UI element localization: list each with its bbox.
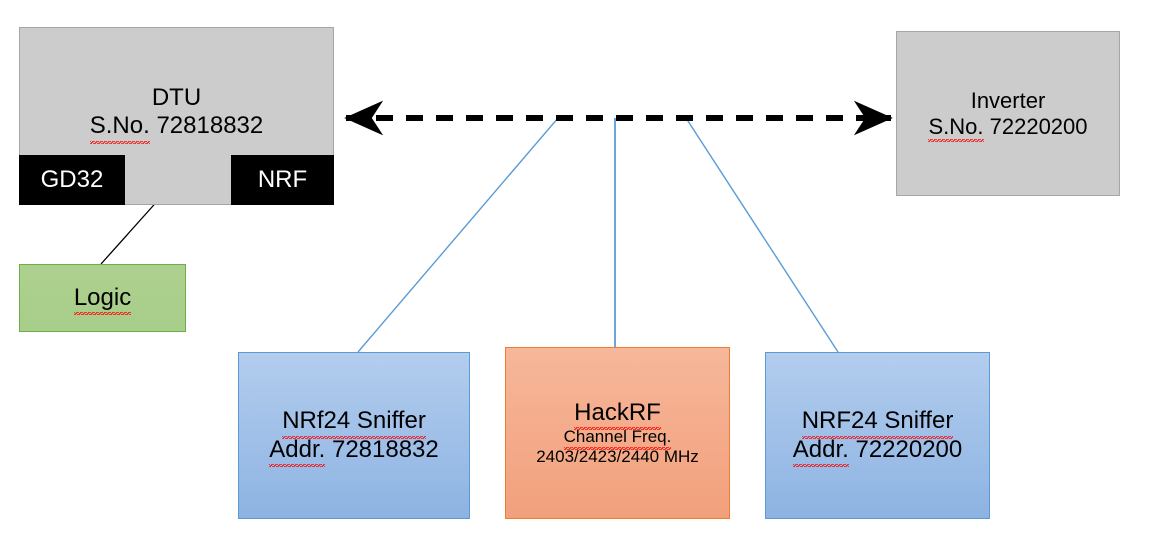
hackrf-channel-label: Channel Freq. xyxy=(563,427,672,451)
sniffer-left-node[interactable]: NRf24 Sniffer Addr. 72818832 xyxy=(238,352,470,519)
inverter-serial: S.No. 72220200 xyxy=(928,113,1088,143)
sniffer-left-title-wrap: NRf24 Sniffer xyxy=(282,407,426,439)
inverter-title: Inverter xyxy=(970,87,1046,113)
sniffer-right-title-wrap: NRF24 Sniffer xyxy=(801,407,954,439)
dtu-serial: S.No. 72818832 xyxy=(89,112,264,144)
inverter-serial-prefix: S.No. xyxy=(928,113,984,143)
sniffer-right-title: NRF24 Sniffer xyxy=(801,407,954,439)
nrf-label: NRF xyxy=(257,166,308,193)
sniffer-right-addr: Addr. 72220200 xyxy=(792,435,963,468)
sniffer-left-addr: Addr. 72818832 xyxy=(269,435,439,468)
hackrf-title: HackRF xyxy=(574,398,661,431)
logic-node[interactable]: Logic xyxy=(19,264,186,332)
gd32-label: GD32 xyxy=(40,166,104,193)
sniffer-right-addr-value: 72220200 xyxy=(855,435,963,463)
gd32-chip[interactable]: GD32 xyxy=(19,155,125,205)
nrf-chip[interactable]: NRF xyxy=(231,155,334,205)
hackrf-sub1-wrap: Channel Freq. xyxy=(563,427,672,451)
dtu-title: DTU xyxy=(151,84,202,111)
connector-sniffer-right xyxy=(685,117,839,353)
hackrf-title-wrap: HackRF xyxy=(574,398,661,431)
dtu-serial-prefix: S.No. xyxy=(89,112,150,144)
sniffer-left-title: NRf24 Sniffer xyxy=(282,407,426,439)
connector-sniffer-left xyxy=(357,117,559,353)
logic-label-wrap: Logic xyxy=(73,283,132,316)
sniffer-left-addr-value: 72818832 xyxy=(331,435,439,463)
hackrf-frequencies: 2403/2423/2440 MHz xyxy=(536,447,699,467)
sniffer-right-addr-prefix: Addr. xyxy=(792,435,849,468)
hackrf-node[interactable]: HackRF Channel Freq. 2403/2423/2440 MHz xyxy=(505,347,730,519)
inverter-serial-value: 72220200 xyxy=(989,113,1088,139)
dtu-serial-value: 72818832 xyxy=(156,112,264,140)
inverter-node[interactable]: Inverter S.No. 72220200 xyxy=(896,31,1120,196)
sniffer-right-node[interactable]: NRF24 Sniffer Addr. 72220200 xyxy=(765,352,990,519)
sniffer-left-addr-prefix: Addr. xyxy=(269,435,326,468)
logic-label: Logic xyxy=(73,283,132,316)
sniffer-left-addr-spacer xyxy=(325,436,332,463)
